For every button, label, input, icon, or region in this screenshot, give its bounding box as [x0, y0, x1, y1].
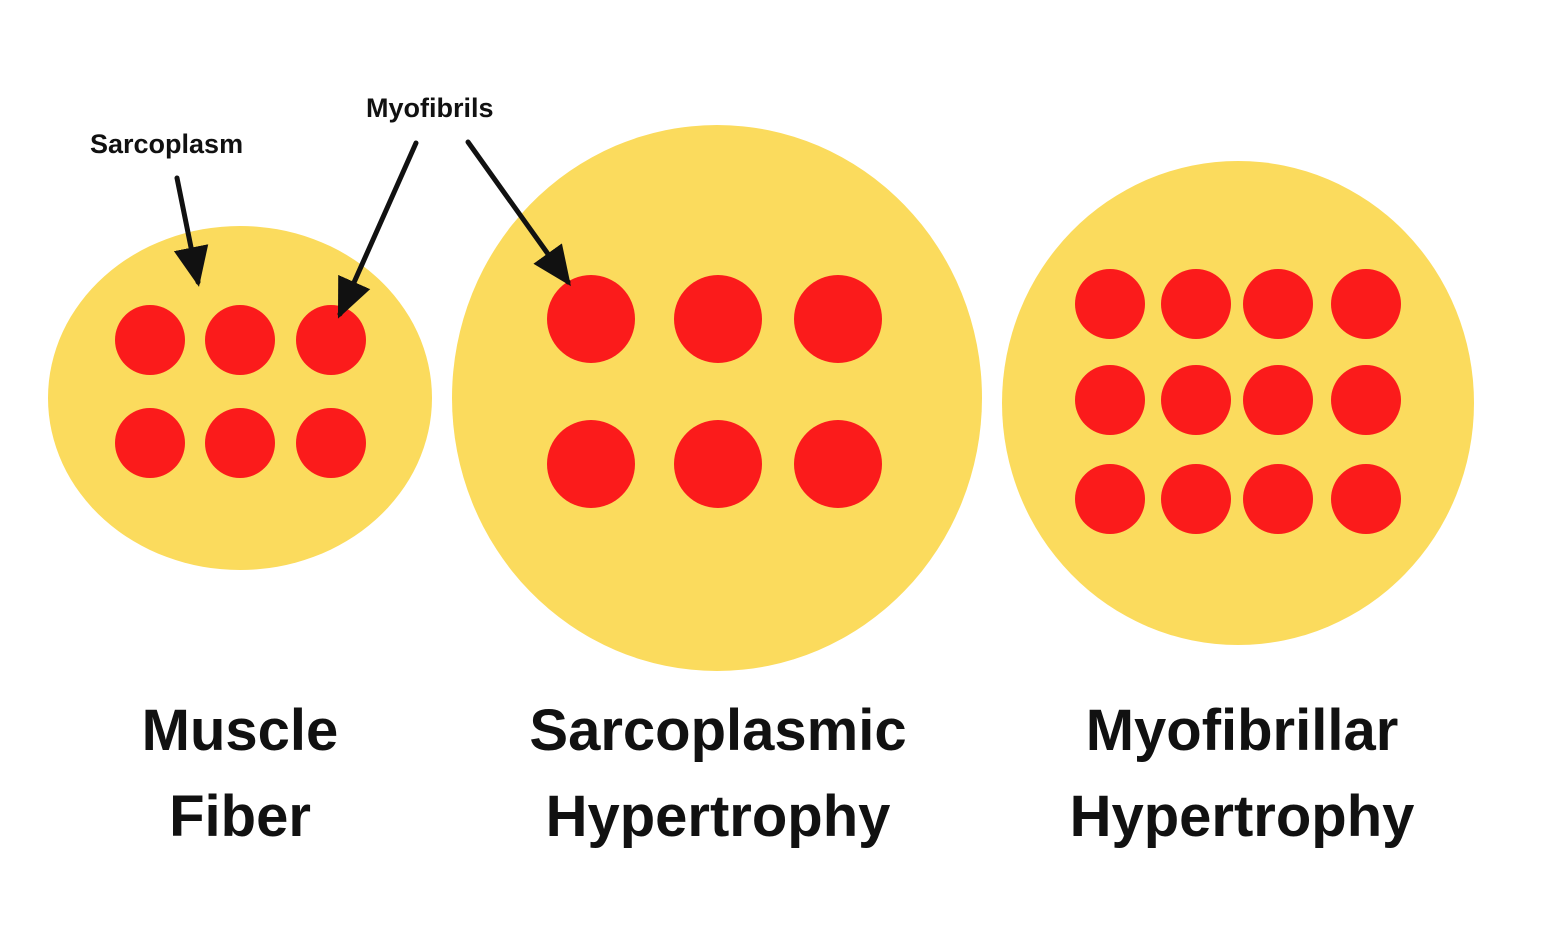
myofibril-circle [296, 305, 366, 375]
sarcoplasmic-hypertrophy-caption: Sarcoplasmic Hypertrophy [478, 688, 958, 860]
myofibril-circle [1075, 365, 1145, 435]
myofibril-circle [296, 408, 366, 478]
myofibril-circle [1243, 464, 1313, 534]
myofibril-circle [1331, 464, 1401, 534]
myofibril-circle [794, 275, 882, 363]
myofibril-group [547, 275, 882, 508]
myofibril-arrow-left [337, 140, 419, 319]
sarcoplasm-ellipse [48, 226, 432, 570]
caption-line: Hypertrophy [1069, 784, 1415, 849]
sarcoplasm-ellipse [452, 125, 982, 671]
myofibrillar-hypertrophy-panel [1002, 161, 1474, 645]
myofibril-circle [674, 420, 762, 508]
myofibril-circle [1331, 365, 1401, 435]
myofibril-circle [547, 275, 635, 363]
myofibril-circle [205, 408, 275, 478]
myofibril-circle [1161, 464, 1231, 534]
caption-line: Sarcoplasmic [529, 698, 907, 763]
myofibril-circle [674, 275, 762, 363]
sarcoplasmic-hypertrophy-panel [452, 125, 982, 671]
myofibril-circle [1161, 269, 1231, 339]
myofibril-circle [115, 305, 185, 375]
caption-line: Myofibrillar [1085, 698, 1399, 763]
myofibril-circle [1075, 269, 1145, 339]
myofibril-circle [1161, 365, 1231, 435]
muscle-fiber-caption: Muscle Fiber [0, 688, 480, 860]
myofibril-circle [1243, 365, 1313, 435]
myofibril-circle [1243, 269, 1313, 339]
myofibrils-label: Myofibrils [366, 93, 494, 123]
myofibril-circle [547, 420, 635, 508]
myofibril-circle [115, 408, 185, 478]
myofibril-group [1075, 269, 1401, 534]
caption-line: Hypertrophy [545, 784, 891, 849]
myofibril-circle [205, 305, 275, 375]
sarcoplasm-label: Sarcoplasm [90, 129, 243, 159]
myofibril-arrow-right [465, 139, 571, 287]
myofibril-group [115, 305, 366, 478]
myofibril-circle [794, 420, 882, 508]
sarcoplasm-ellipse [1002, 161, 1474, 645]
myofibril-circle [1331, 269, 1401, 339]
myofibril-circle [1075, 464, 1145, 534]
caption-line: Fiber [169, 784, 311, 849]
sarcoplasm-arrow [173, 175, 209, 287]
muscle-fiber-panel [48, 226, 432, 570]
caption-line: Muscle [141, 698, 339, 763]
myofibrillar-hypertrophy-caption: Myofibrillar Hypertrophy [1002, 688, 1482, 860]
